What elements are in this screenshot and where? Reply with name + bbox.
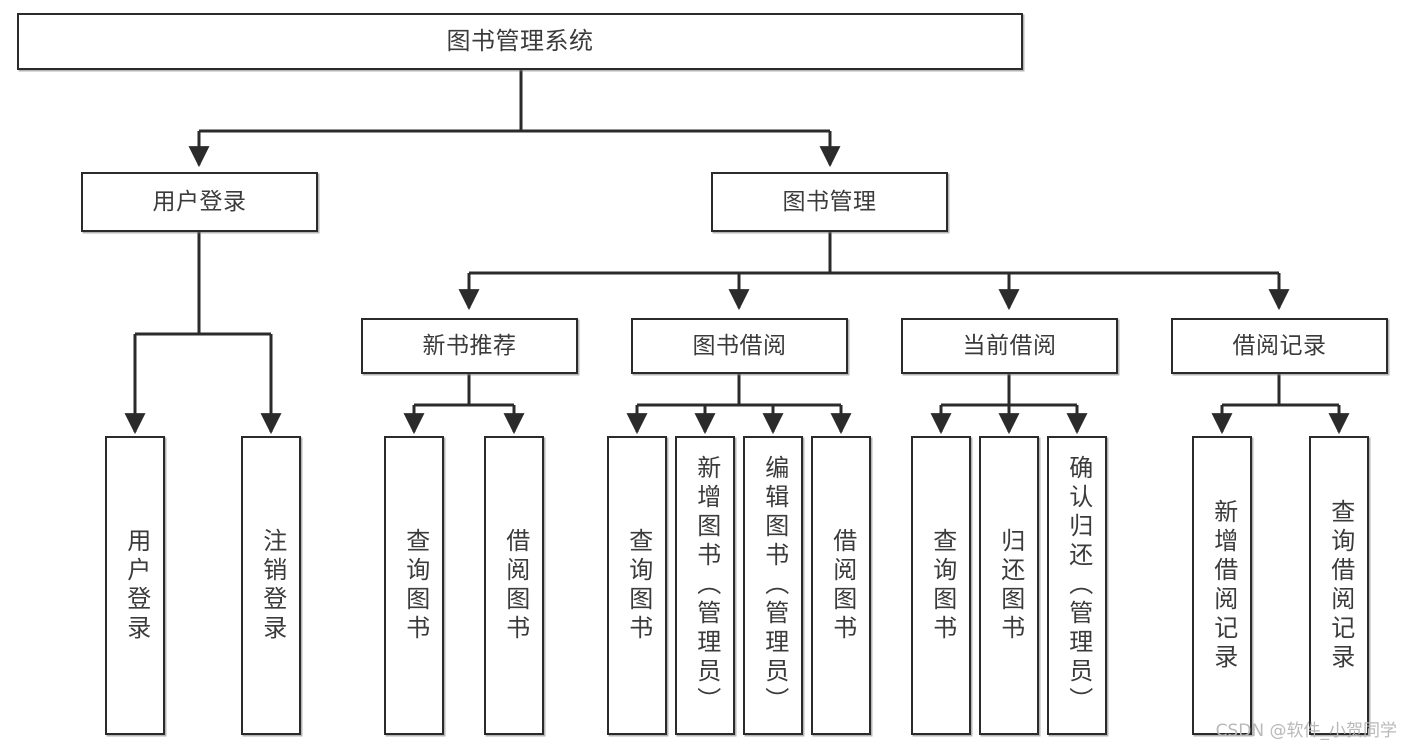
node-leaf-add-record-label: 新增借阅记录 <box>1209 498 1238 673</box>
node-user-login[interactable]: 用户登录 <box>81 172 318 232</box>
node-leaf-confirm-return[interactable]: 确认归还（管理员） <box>1047 436 1107 735</box>
node-leaf-add-book[interactable]: 新增图书（管理员） <box>675 436 735 735</box>
node-leaf-borrow-book-2[interactable]: 借阅图书 <box>811 436 871 735</box>
node-leaf-edit-book-label: 编辑图书（管理员） <box>760 455 789 716</box>
node-new-book-recommend-label: 新书推荐 <box>422 332 517 359</box>
node-leaf-add-book-label: 新增图书（管理员） <box>692 455 721 716</box>
node-leaf-query-book-1[interactable]: 查询图书 <box>384 436 444 735</box>
node-current-borrow[interactable]: 当前借阅 <box>901 318 1118 374</box>
node-user-login-label: 用户登录 <box>152 188 247 215</box>
node-leaf-user-login-label: 用户登录 <box>122 527 151 644</box>
node-borrow-record[interactable]: 借阅记录 <box>1171 318 1388 374</box>
node-leaf-borrow-book-1[interactable]: 借阅图书 <box>484 436 544 735</box>
node-leaf-borrow-book-2-label: 借阅图书 <box>828 527 857 644</box>
node-leaf-query-record[interactable]: 查询借阅记录 <box>1309 436 1369 735</box>
node-leaf-user-logout[interactable]: 注销登录 <box>241 436 301 735</box>
node-book-manage[interactable]: 图书管理 <box>711 172 948 232</box>
node-new-book-recommend[interactable]: 新书推荐 <box>361 318 578 374</box>
node-leaf-confirm-return-label: 确认归还（管理员） <box>1064 455 1093 716</box>
node-book-borrow-label: 图书借阅 <box>692 332 787 359</box>
node-leaf-edit-book[interactable]: 编辑图书（管理员） <box>743 436 803 735</box>
node-leaf-query-book-2[interactable]: 查询图书 <box>607 436 667 735</box>
node-leaf-add-record[interactable]: 新增借阅记录 <box>1192 436 1252 735</box>
node-borrow-record-label: 借阅记录 <box>1232 332 1327 359</box>
node-leaf-query-book-3-label: 查询图书 <box>928 527 957 644</box>
node-leaf-borrow-book-1-label: 借阅图书 <box>501 527 530 644</box>
node-leaf-query-book-2-label: 查询图书 <box>624 527 653 644</box>
csdn-watermark: CSDN @软件_小贺同学 <box>1215 721 1397 741</box>
node-leaf-user-logout-label: 注销登录 <box>258 527 287 644</box>
node-root-label: 图书管理系统 <box>446 26 594 55</box>
node-leaf-return-book[interactable]: 归还图书 <box>979 436 1039 735</box>
node-leaf-query-book-3[interactable]: 查询图书 <box>911 436 971 735</box>
node-current-borrow-label: 当前借阅 <box>962 332 1057 359</box>
node-leaf-return-book-label: 归还图书 <box>996 527 1025 644</box>
node-root[interactable]: 图书管理系统 <box>17 13 1023 70</box>
node-leaf-query-book-1-label: 查询图书 <box>401 527 430 644</box>
node-leaf-query-record-label: 查询借阅记录 <box>1326 498 1355 673</box>
node-leaf-user-login[interactable]: 用户登录 <box>105 436 165 735</box>
node-book-borrow[interactable]: 图书借阅 <box>631 318 848 374</box>
node-book-manage-label: 图书管理 <box>782 188 877 215</box>
